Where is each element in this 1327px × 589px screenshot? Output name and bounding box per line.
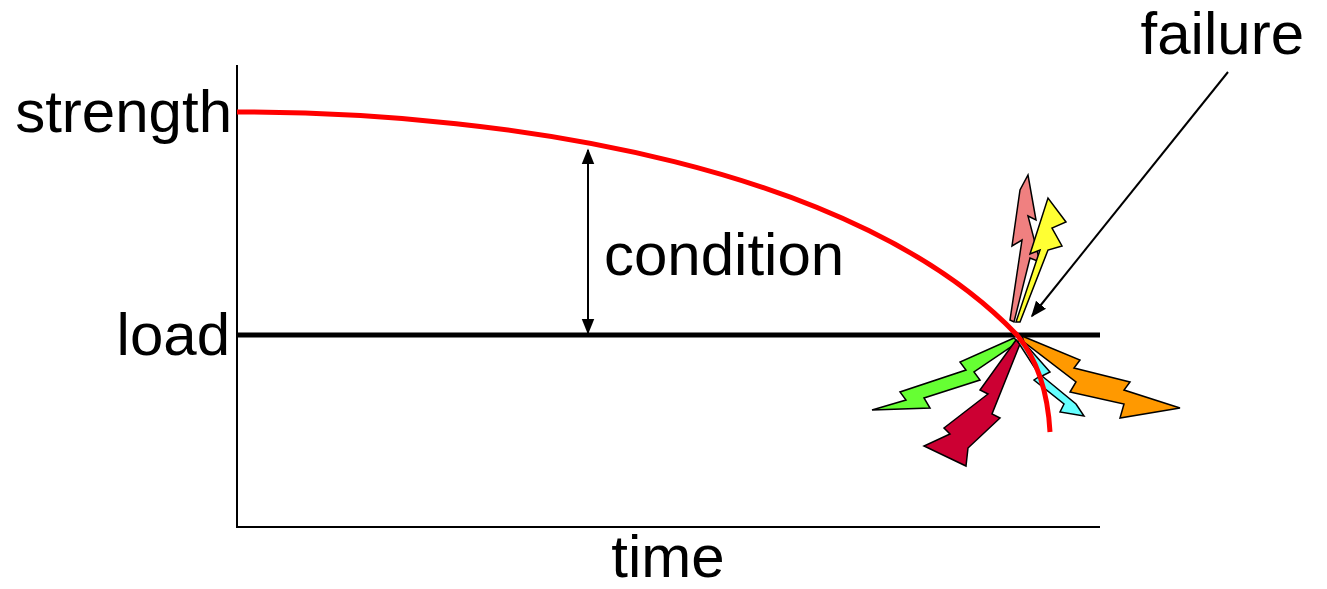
y-axis — [236, 65, 238, 527]
load-line — [237, 333, 1100, 338]
strength-curve — [237, 112, 1050, 432]
callout-label: failure — [1141, 4, 1304, 64]
lightning-bolt — [924, 340, 1020, 466]
axis-label: load — [117, 305, 230, 365]
dimension-label: condition — [604, 225, 844, 285]
axis-label: time — [611, 527, 724, 587]
axis-label: strength — [15, 82, 232, 142]
condition-arrow — [587, 150, 589, 333]
leader-line — [1032, 72, 1228, 316]
